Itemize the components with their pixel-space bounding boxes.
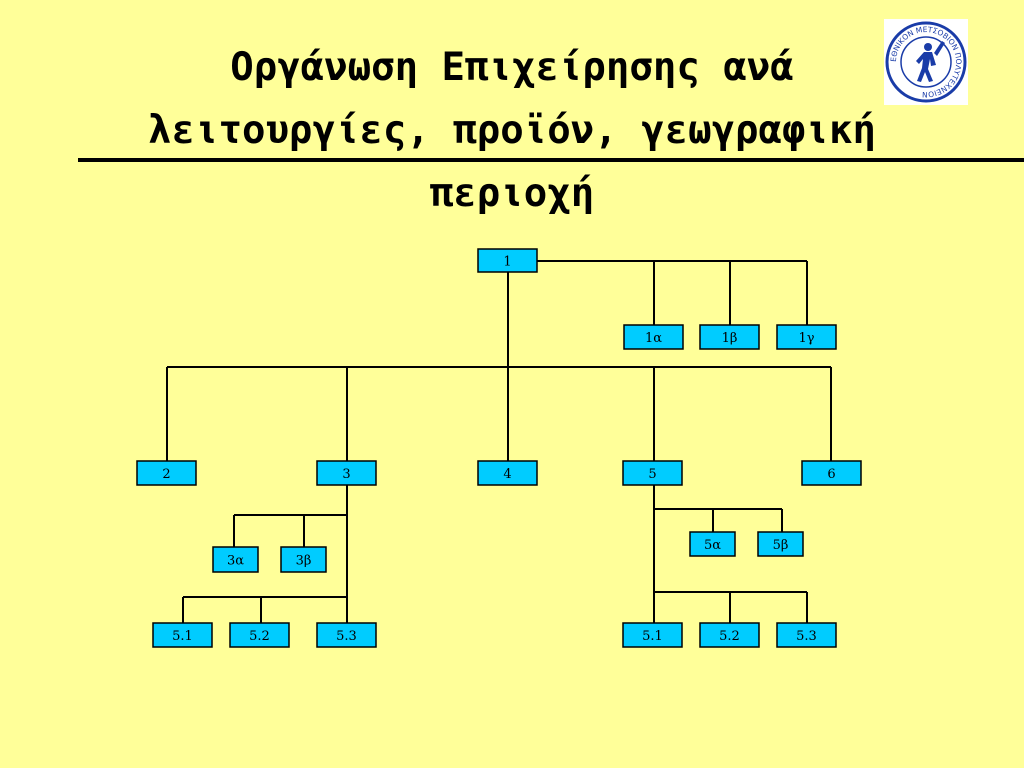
university-seal-logo: ΕΘΝΙΚΟΝ ΜΕΤΣΟΒΙΟΝ ΠΟΛΥΤΕΧΝΕΙΟΝ: [884, 19, 968, 105]
org-node-label: 3α: [227, 554, 244, 569]
org-node-box: [280, 546, 327, 573]
org-node-box: [622, 460, 683, 486]
org-node-n52: 5.2: [699, 622, 760, 648]
org-node-label: 5.3: [796, 629, 817, 644]
org-node-box: [689, 531, 736, 557]
org-node-box: [776, 324, 837, 350]
org-node-label: 1α: [645, 331, 662, 346]
org-node-box: [136, 460, 197, 486]
org-node-n3: 3: [316, 460, 377, 486]
org-node-label: 5.2: [719, 629, 740, 644]
org-node-box: [622, 622, 683, 648]
org-node-box: [776, 622, 837, 648]
org-node-n5b: 5β: [757, 531, 804, 557]
org-node-label: 5.1: [642, 629, 663, 644]
org-node-label: 1: [503, 255, 511, 270]
org-node-label: 1γ: [798, 331, 814, 346]
org-node-label: 3: [342, 467, 350, 482]
prometheus-figure-icon: [916, 41, 945, 82]
slide-title: Οργάνωση Επιχείρησης ανά λειτουργίες, πρ…: [0, 36, 1024, 225]
org-node-n5a: 5α: [689, 531, 736, 557]
org-node-n1c: 1γ: [776, 324, 837, 350]
org-node-n3a: 3α: [212, 546, 259, 573]
org-node-n5: 5: [622, 460, 683, 486]
org-node-box: [477, 248, 538, 273]
org-node-label: 3β: [296, 554, 312, 569]
title-line-1: Οργάνωση Επιχείρησης ανά: [230, 45, 794, 90]
org-node-box: [152, 622, 213, 648]
org-node-label: 5: [648, 467, 656, 482]
org-node-label: 5.1: [172, 629, 193, 644]
org-node-label: 5α: [704, 538, 721, 553]
org-node-label: 4: [503, 467, 511, 482]
org-node-box: [212, 546, 259, 573]
org-node-box: [229, 622, 290, 648]
org-node-n31: 5.1: [152, 622, 213, 648]
seal-graphic: ΕΘΝΙΚΟΝ ΜΕΤΣΟΒΙΟΝ ΠΟΛΥΤΕΧΝΕΙΟΝ: [885, 21, 967, 103]
org-node-box: [623, 324, 684, 350]
org-node-label: 5.2: [249, 629, 270, 644]
title-divider: [78, 158, 1024, 162]
org-node-n32: 5.2: [229, 622, 290, 648]
org-node-n2: 2: [136, 460, 197, 486]
org-node-box: [699, 622, 760, 648]
org-node-n1: 1: [477, 248, 538, 273]
org-node-box: [699, 324, 760, 350]
org-node-label: 6: [827, 467, 835, 482]
org-node-label: 2: [162, 467, 170, 482]
org-node-label: 5β: [773, 538, 789, 553]
org-node-label: 1β: [722, 331, 738, 346]
org-node-n1a: 1α: [623, 324, 684, 350]
org-node-box: [316, 622, 377, 648]
title-line-3: περιοχή: [429, 171, 595, 216]
org-node-box: [316, 460, 377, 486]
org-node-n3b: 3β: [280, 546, 327, 573]
org-node-n1b: 1β: [699, 324, 760, 350]
org-node-n4: 4: [477, 460, 538, 486]
org-node-box: [477, 460, 538, 486]
org-node-n6: 6: [801, 460, 862, 486]
org-node-box: [801, 460, 862, 486]
org-node-label: 5.3: [336, 629, 357, 644]
org-node-n53: 5.3: [776, 622, 837, 648]
org-node-box: [757, 531, 804, 557]
title-line-2: λειτουργίες, προϊόν, γεωγραφική: [148, 108, 876, 153]
org-node-n33: 5.3: [316, 622, 377, 648]
org-node-n51: 5.1: [622, 622, 683, 648]
